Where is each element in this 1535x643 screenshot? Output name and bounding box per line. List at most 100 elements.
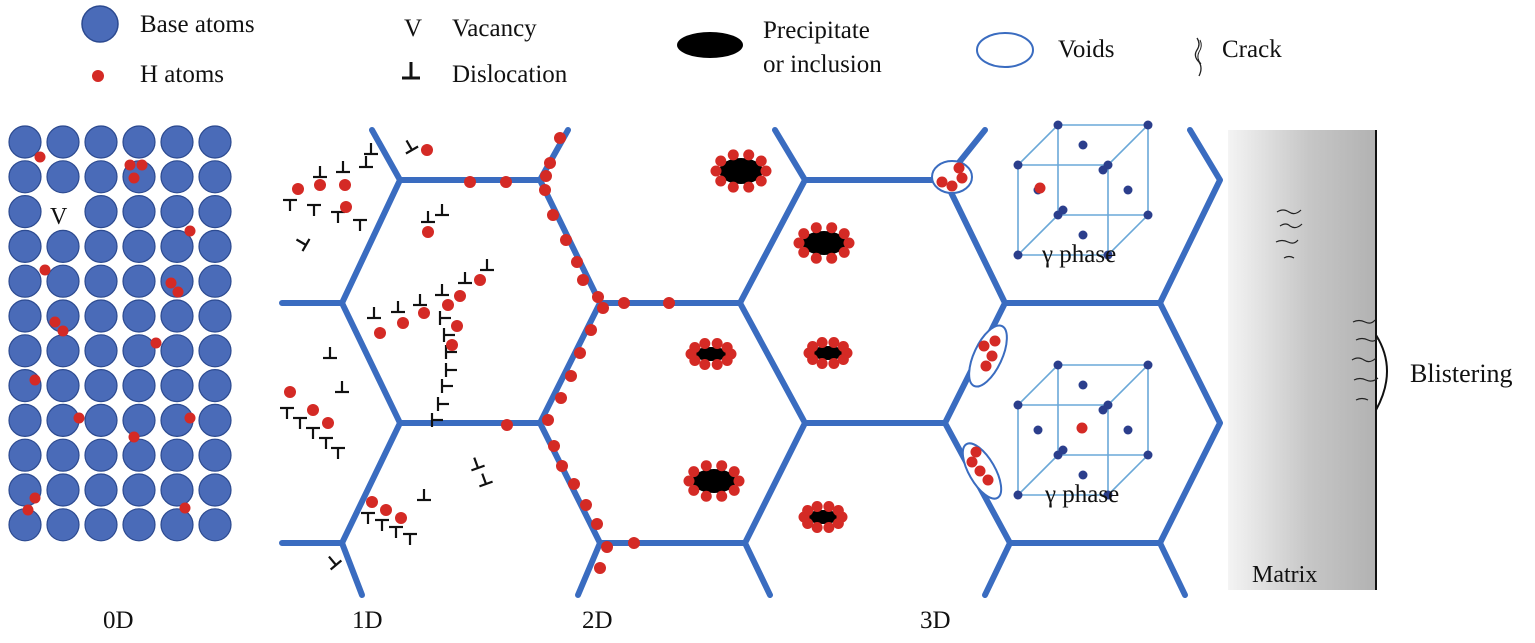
gamma-atom xyxy=(1103,250,1113,260)
voids xyxy=(931,160,1008,500)
precipitate xyxy=(807,510,839,524)
h-atom xyxy=(284,386,296,398)
precipitates xyxy=(683,149,855,533)
h-atom xyxy=(989,335,1001,347)
h-atom xyxy=(810,252,822,264)
base-atom xyxy=(122,334,156,368)
base-atom xyxy=(122,508,156,542)
h-atom xyxy=(150,337,162,349)
dislocation-legend-icon xyxy=(402,62,420,80)
dislocation-symbol xyxy=(389,525,403,538)
h-atom xyxy=(184,225,196,237)
grain-boundary-segment xyxy=(742,540,773,598)
base-atom xyxy=(122,299,156,333)
base-atom xyxy=(160,299,194,333)
dislocation-symbol xyxy=(436,397,449,411)
panel-label-2d: 2D xyxy=(582,607,613,634)
h-atom xyxy=(727,181,739,193)
h-atom xyxy=(728,466,740,478)
dislocation-label: Dislocation xyxy=(452,61,568,88)
h-atom xyxy=(711,358,723,370)
dislocation-symbol xyxy=(458,272,472,285)
base-atom xyxy=(198,438,232,472)
panel-label-1d: 1D xyxy=(352,607,383,634)
grain-boundary-network xyxy=(279,127,1223,598)
h-atom xyxy=(29,492,41,504)
vacancy-label: Vacancy xyxy=(452,15,537,42)
h-atom xyxy=(733,475,745,487)
precipitate-label-line1: Precipitate xyxy=(763,17,870,44)
h-atom xyxy=(165,277,177,289)
h-atom xyxy=(721,342,733,354)
gamma-atom xyxy=(1078,380,1088,390)
dislocation-symbol xyxy=(336,161,350,174)
base-atom xyxy=(46,473,80,507)
h-atom xyxy=(307,404,319,416)
base-atom xyxy=(84,195,118,229)
h-atom xyxy=(826,222,838,234)
h-atom xyxy=(721,354,733,366)
dislocation-symbol xyxy=(364,143,378,156)
h-atom xyxy=(442,299,454,311)
cell-edge xyxy=(1107,454,1149,496)
panel-label-0d: 0D xyxy=(103,607,134,634)
dislocation-symbol xyxy=(375,518,389,531)
dislocation-symbol xyxy=(438,311,451,325)
base-atom xyxy=(46,125,80,159)
h-atom xyxy=(322,417,334,429)
dislocation-symbol xyxy=(283,198,297,211)
dislocation-symbol xyxy=(480,259,494,272)
dislocation-symbol xyxy=(444,363,457,377)
h-atom xyxy=(124,159,136,171)
voids-label: Voids xyxy=(1058,36,1115,63)
lattice-vacancy-label: V xyxy=(50,204,68,230)
h-atom xyxy=(340,201,352,213)
base-atom xyxy=(46,160,80,194)
grain-boundary-segment xyxy=(597,127,808,306)
grain-boundary-segment xyxy=(1157,540,1188,598)
base-atom xyxy=(160,125,194,159)
h-atom xyxy=(956,172,968,184)
base-atom xyxy=(8,299,42,333)
base-atom xyxy=(122,229,156,263)
base-atom xyxy=(122,438,156,472)
precipitate xyxy=(694,347,728,361)
h-atom xyxy=(683,475,695,487)
gamma-atom xyxy=(1143,210,1153,220)
base-atom xyxy=(8,229,42,263)
h-atom xyxy=(688,484,700,496)
base-atom xyxy=(84,125,118,159)
base-atom xyxy=(198,299,232,333)
h-atom xyxy=(816,337,828,349)
grain-boundary-segment xyxy=(575,540,603,598)
gamma-atom xyxy=(1143,120,1153,130)
base-atom xyxy=(160,160,194,194)
gamma-atom xyxy=(1123,185,1133,195)
h-atom xyxy=(716,460,728,472)
h-atom xyxy=(597,302,609,314)
precipitate-with-h xyxy=(710,149,772,193)
base-atom xyxy=(8,438,42,472)
h-atom xyxy=(591,518,603,530)
base-atom xyxy=(46,229,80,263)
dislocation-symbol xyxy=(479,473,493,488)
base-atom-legend-icon xyxy=(81,5,119,43)
base-atom xyxy=(198,125,232,159)
cell-edge xyxy=(1017,364,1059,406)
gamma-atom xyxy=(1058,205,1068,215)
h-atom xyxy=(946,180,958,192)
precipitate-with-h xyxy=(683,460,745,502)
h-atom xyxy=(760,165,772,177)
cell-edge xyxy=(1107,364,1149,406)
h-atom xyxy=(548,440,560,452)
h-atom xyxy=(539,184,551,196)
base-atom xyxy=(122,125,156,159)
dislocation-symbol xyxy=(307,203,321,216)
grain-boundary-segment xyxy=(279,127,403,306)
blistering-label: Blistering xyxy=(1410,359,1513,388)
point-defect-lattice xyxy=(8,125,232,542)
dislocation-symbol xyxy=(293,416,307,429)
h-atom xyxy=(982,474,994,486)
legend: Base atoms H atoms V Vacancy Dislocation… xyxy=(81,5,1282,88)
base-atom xyxy=(198,229,232,263)
